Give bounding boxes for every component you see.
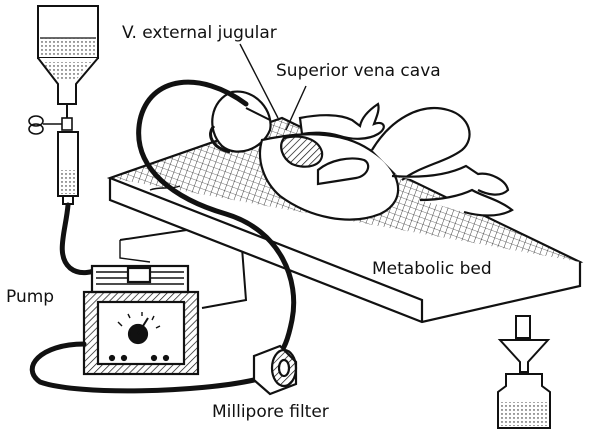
- drip-chamber: [58, 132, 78, 205]
- label-superior-vena-cava: Superior vena cava: [276, 63, 441, 80]
- label-pump: Pump: [6, 289, 54, 306]
- label-external-jugular: V. external jugular: [122, 25, 277, 42]
- millipore-filter: [254, 346, 296, 394]
- collection-funnel: [498, 316, 550, 428]
- label-metabolic-bed: Metabolic bed: [372, 261, 492, 278]
- tube-to-pump: [62, 205, 98, 273]
- infusion-reservoir: [38, 6, 98, 130]
- pump: [84, 266, 198, 374]
- label-millipore-filter: Millipore filter: [212, 404, 329, 421]
